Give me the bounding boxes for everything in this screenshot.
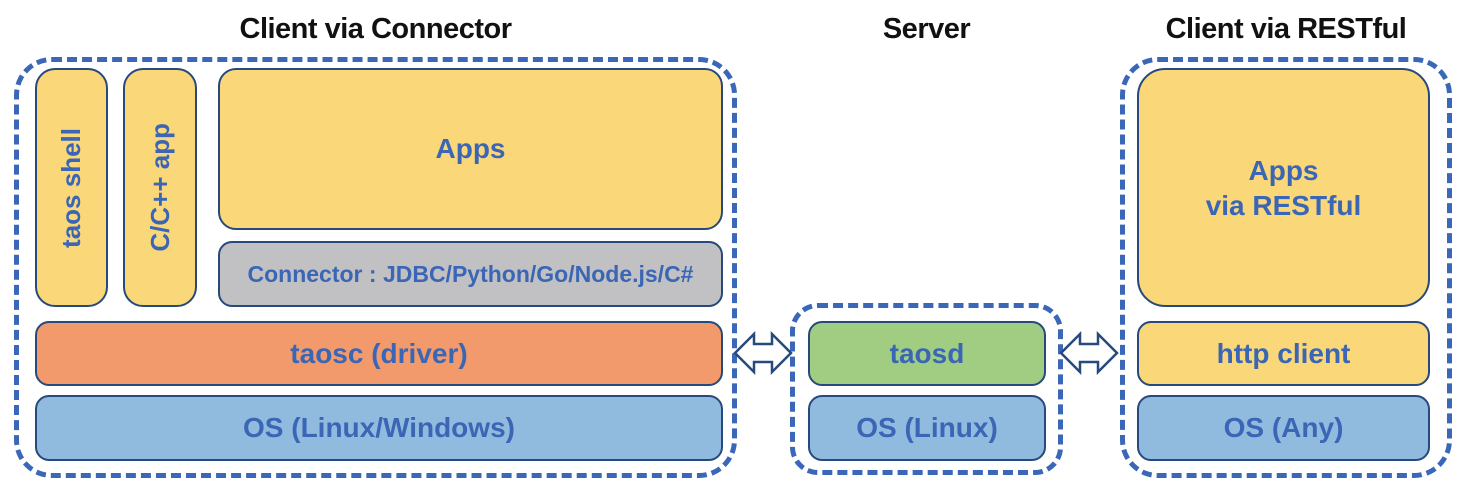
box-connector: Connector : JDBC/Python/Go/Node.js/C# — [218, 241, 723, 307]
apps-via-restful-line2: via RESTful — [1205, 189, 1362, 221]
box-apps-via-restful: Apps via RESTful — [1137, 68, 1430, 307]
os-linux-windows-label: OS (Linux/Windows) — [243, 412, 515, 443]
box-apps: Apps — [218, 68, 723, 230]
cpp-app-label: C/C++ app — [144, 123, 175, 252]
box-taosd: taosd — [808, 321, 1046, 386]
box-cpp-app: C/C++ app — [123, 68, 197, 307]
bidirectional-arrow-icon — [733, 330, 793, 376]
taosc-driver-label: taosc (driver) — [290, 337, 468, 369]
taos-shell-label: taos shell — [56, 127, 86, 248]
title-server: Server — [882, 13, 971, 45]
box-os-linux-windows: OS (Linux/Windows) — [35, 395, 723, 461]
box-taos-shell: taos shell — [35, 68, 108, 307]
group-client-via-restful — [1120, 57, 1452, 478]
apps-via-restful-line1: Apps — [1248, 154, 1319, 186]
connector-label: Connector : JDBC/Python/Go/Node.js/C# — [247, 260, 694, 287]
apps-via-restful-label: Apps via RESTful — [1206, 153, 1362, 223]
group-client-via-connector — [14, 57, 737, 478]
box-os-any: OS (Any) — [1137, 395, 1430, 461]
title-client-via-connector: Client via Connector — [239, 13, 513, 45]
box-http-client: http client — [1137, 321, 1430, 386]
apps-label: Apps — [435, 133, 506, 164]
os-any-label: OS (Any) — [1223, 412, 1344, 443]
title-client-via-restful: Client via RESTful — [1165, 13, 1407, 45]
box-os-linux: OS (Linux) — [808, 395, 1046, 461]
box-taosc-driver: taosc (driver) — [35, 321, 723, 386]
group-server — [790, 303, 1063, 475]
bidirectional-arrow-icon — [1059, 330, 1119, 376]
taosd-label: taosd — [889, 337, 965, 369]
os-linux-label: OS (Linux) — [856, 412, 998, 443]
http-client-label: http client — [1216, 337, 1351, 369]
